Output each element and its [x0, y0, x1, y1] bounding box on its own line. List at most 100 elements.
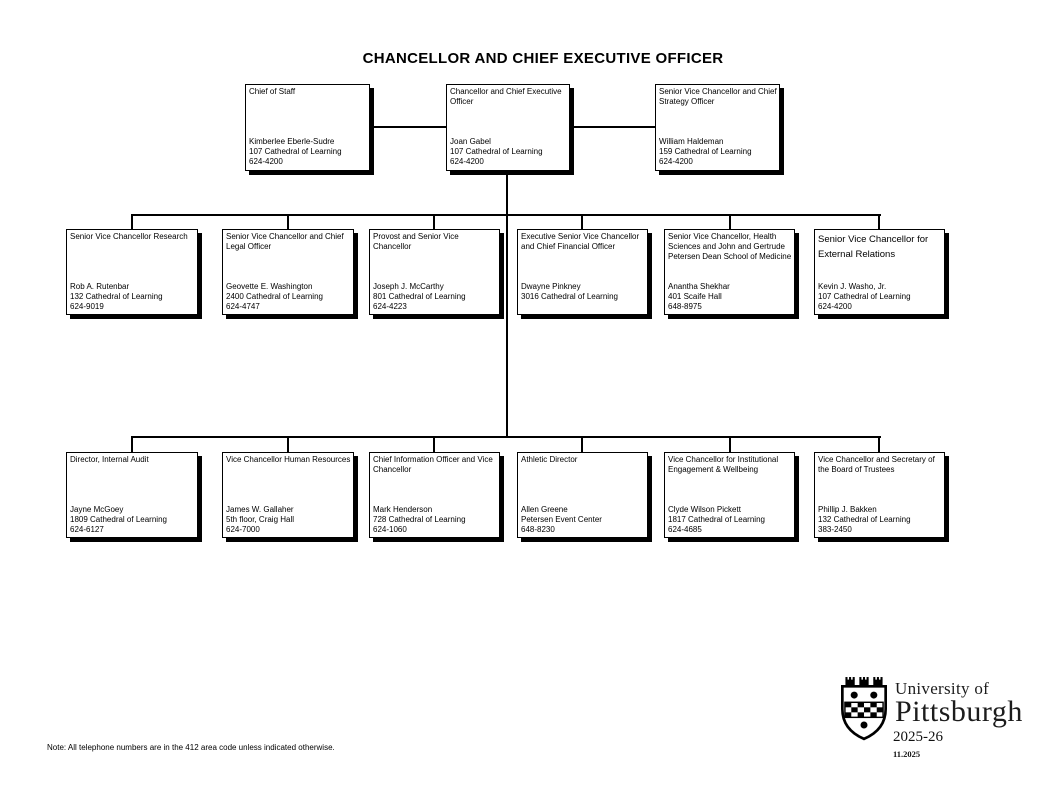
box-contact: Allen Greene Petersen Event Center 648-8… — [521, 505, 645, 535]
box-title: Provost and Senior Vice Chancellor — [373, 232, 459, 251]
person-name: Jayne McGoey — [70, 505, 124, 514]
person-phone: 383-2450 — [818, 525, 852, 534]
connector-line — [878, 436, 880, 452]
connector-line — [433, 214, 435, 229]
person-location: Petersen Event Center — [521, 515, 602, 524]
person-name: Allen Greene — [521, 505, 568, 514]
person-name: Mark Henderson — [373, 505, 433, 514]
person-name: Joseph J. McCarthy — [373, 282, 444, 291]
box-contact: Joseph J. McCarthy 801 Cathedral of Lear… — [373, 282, 497, 312]
connector-line — [581, 214, 583, 229]
person-name: Geovette E. Washington — [226, 282, 313, 291]
box-contact: Rob A. Rutenbar 132 Cathedral of Learnin… — [70, 282, 195, 312]
connector-line — [433, 436, 435, 452]
person-name: Phillip J. Bakken — [818, 505, 877, 514]
person-location: 1817 Cathedral of Learning — [668, 515, 765, 524]
wordmark-line2: Pittsburgh — [895, 695, 1023, 728]
box-contact: Joan Gabel 107 Cathedral of Learning 624… — [450, 137, 567, 167]
footnote: Note: All telephone numbers are in the 4… — [47, 743, 335, 752]
box-contact: Dwayne Pinkney 3016 Cathedral of Learnin… — [521, 282, 645, 312]
connector-line — [506, 171, 508, 438]
person-phone: 624-1060 — [373, 525, 407, 534]
org-box-chancellor: Chancellor and Chief Executive Officer J… — [446, 84, 570, 171]
org-box-provost: Provost and Senior Vice Chancellor Josep… — [369, 229, 500, 315]
person-location: 401 Scaife Hall — [668, 292, 722, 301]
org-box-secretary-board-of-trustees: Vice Chancellor and Secretary of the Boa… — [814, 452, 945, 538]
box-contact: James W. Gallaher 5th floor, Craig Hall … — [226, 505, 351, 535]
connector-line — [878, 214, 880, 229]
person-phone: 624-4223 — [373, 302, 407, 311]
box-title: Vice Chancellor for Institutional Engage… — [668, 455, 779, 474]
box-title: Chief Information Officer and Vice Chanc… — [373, 455, 493, 474]
connector-line — [729, 436, 731, 452]
person-name: Anantha Shekhar — [668, 282, 730, 291]
connector-line — [131, 214, 133, 229]
connector-line — [131, 436, 133, 452]
org-box-chief-information-officer: Chief Information Officer and Vice Chanc… — [369, 452, 500, 538]
person-location: 2400 Cathedral of Learning — [226, 292, 323, 301]
box-title: Executive Senior Vice Chancellor and Chi… — [521, 232, 640, 251]
org-box-chief-of-staff: Chief of Staff Kimberlee Eberle-Sudre 10… — [245, 84, 370, 171]
person-location: 107 Cathedral of Learning — [450, 147, 543, 156]
person-location: 5th floor, Craig Hall — [226, 515, 295, 524]
person-name: James W. Gallaher — [226, 505, 294, 514]
person-name: Rob A. Rutenbar — [70, 282, 130, 291]
connector-line — [581, 436, 583, 452]
person-location: 728 Cathedral of Learning — [373, 515, 466, 524]
connector-line — [131, 436, 881, 438]
org-box-svc-external-relations: Senior Vice Chancellor for External Rela… — [814, 229, 945, 315]
wordmark-line1: University of — [895, 679, 990, 698]
box-contact: Geovette E. Washington 2400 Cathedral of… — [226, 282, 351, 312]
person-phone: 624-9019 — [70, 302, 104, 311]
person-phone — [521, 302, 645, 312]
org-box-svc-research: Senior Vice Chancellor Research Rob A. R… — [66, 229, 198, 315]
person-name: Clyde Wilson Pickett — [668, 505, 741, 514]
box-title: Vice Chancellor and Secretary of the Boa… — [818, 455, 935, 474]
person-location: 132 Cathedral of Learning — [70, 292, 163, 301]
box-contact: Mark Henderson 728 Cathedral of Learning… — [373, 505, 497, 535]
box-title: Senior Vice Chancellor and Chief Strateg… — [659, 87, 777, 106]
box-contact: Clyde Wilson Pickett 1817 Cathedral of L… — [668, 505, 792, 535]
box-title: Senior Vice Chancellor and Chief Legal O… — [226, 232, 344, 251]
person-phone: 624-4200 — [450, 157, 484, 166]
box-title: Vice Chancellor Human Resources — [226, 455, 351, 464]
academic-year: 2025-26 — [893, 729, 943, 745]
connector-line — [729, 214, 731, 229]
org-box-chief-legal-officer: Senior Vice Chancellor and Chief Legal O… — [222, 229, 354, 315]
connector-line — [370, 126, 446, 128]
box-contact: Kimberlee Eberle-Sudre 107 Cathedral of … — [249, 137, 367, 167]
person-phone: 648-8975 — [668, 302, 702, 311]
org-box-internal-audit: Director, Internal Audit Jayne McGoey 18… — [66, 452, 198, 538]
box-contact: William Haldeman 159 Cathedral of Learni… — [659, 137, 777, 167]
box-contact: Kevin J. Washo, Jr. 107 Cathedral of Lea… — [818, 282, 942, 312]
box-title: Director, Internal Audit — [70, 455, 149, 464]
box-title: Chancellor and Chief Executive Officer — [450, 87, 562, 106]
org-box-athletic-director: Athletic Director Allen Greene Petersen … — [517, 452, 648, 538]
person-phone: 624-7000 — [226, 525, 260, 534]
connector-line — [570, 126, 655, 128]
page-title: CHANCELLOR AND CHIEF EXECUTIVE OFFICER — [362, 50, 724, 67]
box-title: Chief of Staff — [249, 87, 296, 96]
connector-line — [287, 436, 289, 452]
person-name: Kevin J. Washo, Jr. — [818, 282, 887, 291]
org-box-svc-health-sciences: Senior Vice Chancellor, Health Sciences … — [664, 229, 795, 315]
person-phone: 624-4685 — [668, 525, 702, 534]
person-phone: 624-4200 — [249, 157, 283, 166]
org-box-chief-strategy-officer: Senior Vice Chancellor and Chief Strateg… — [655, 84, 780, 171]
person-location: 159 Cathedral of Learning — [659, 147, 752, 156]
box-contact: Jayne McGoey 1809 Cathedral of Learning … — [70, 505, 195, 535]
connector-line — [131, 214, 881, 216]
box-title: Senior Vice Chancellor for External Rela… — [818, 234, 929, 260]
person-phone: 624-4200 — [818, 302, 852, 311]
university-logo: University of Pittsburgh 2025-26 11.2025 — [838, 676, 1038, 766]
person-phone: 624-6127 — [70, 525, 104, 534]
connector-line — [287, 214, 289, 229]
person-name: Dwayne Pinkney — [521, 282, 581, 291]
person-name: William Haldeman — [659, 137, 724, 146]
box-contact: Phillip J. Bakken 132 Cathedral of Learn… — [818, 505, 942, 535]
box-title: Athletic Director — [521, 455, 578, 464]
org-box-human-resources: Vice Chancellor Human Resources James W.… — [222, 452, 354, 538]
person-location: 107 Cathedral of Learning — [818, 292, 911, 301]
person-name: Kimberlee Eberle-Sudre — [249, 137, 335, 146]
